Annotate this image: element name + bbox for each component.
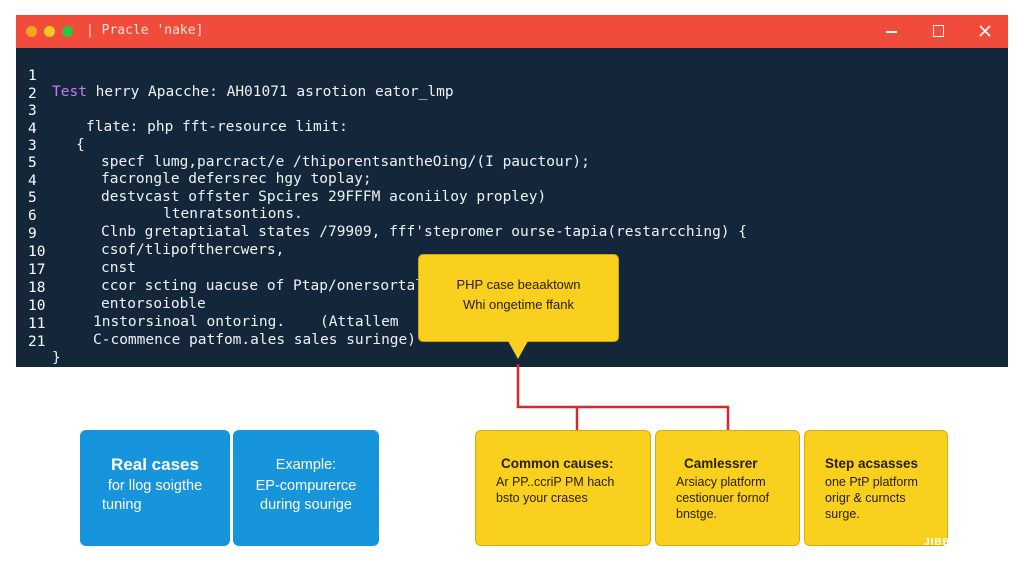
real-cases-card[interactable]: Real cases for llog soigthe tuning [80, 430, 230, 546]
line-number: 3 [28, 138, 37, 154]
card-body-line: surge. [825, 507, 860, 521]
card-title: Real cases [111, 455, 199, 474]
line-number: 9 [28, 226, 37, 242]
code-text: { [76, 137, 85, 153]
card-title: Camlessrer [684, 456, 758, 471]
close-button[interactable] [972, 19, 998, 43]
code-line: 11 C-commence patfom.ales sales suringe) [16, 300, 416, 348]
title-bar: | Pracle 'nake] [16, 15, 1008, 48]
line-number: 6 [28, 208, 37, 224]
code-text: C-commence patfom.ales sales suringe) [93, 332, 417, 348]
line-number: 17 [28, 262, 46, 278]
traffic-light-zoom-icon[interactable] [62, 26, 73, 37]
code-line: 3 specf lumg,parcract/e /thiporentsanthe… [16, 122, 590, 170]
traffic-light-minimize-icon[interactable] [44, 26, 55, 37]
code-line: 21 } [16, 318, 68, 366]
callout-subtitle: Whi ongetime ffank [462, 297, 575, 312]
line-number: 21 [28, 334, 46, 350]
card-title: Example: [275, 457, 337, 473]
traffic-light-close-icon[interactable] [26, 26, 37, 37]
card-body-line: tuning [102, 497, 142, 513]
code-line: 4 { [16, 105, 85, 153]
card-body-line: Ar PP..ccriP PM hach [496, 475, 615, 489]
line-number: 1 [28, 68, 37, 84]
line-number: 5 [28, 155, 37, 171]
line-number: 11 [28, 316, 46, 332]
code-line: 2 [16, 70, 68, 102]
line-number: 4 [28, 121, 37, 137]
code-line: 6 Clnb gretaptiatal states /79909, fff's… [16, 192, 747, 240]
code-text: csof/tlipofthercwers, [101, 242, 285, 258]
example-card[interactable]: Example: EP-compurerce during sourige [233, 430, 379, 546]
card-body-line: cestionuer fornof [676, 491, 770, 505]
card-body-line: during sourige [260, 497, 352, 513]
code-line: 3 flate: php fft-resource limit: [16, 87, 348, 135]
line-number: 5 [28, 190, 37, 206]
line-number: 18 [28, 280, 46, 296]
code-line: 10 1nstorsinoal ontoring. (Attallem [16, 282, 399, 330]
card-title: Step acsasses [825, 456, 919, 471]
code-line: 4 destvcast offster Spcires 29FFFM aconi… [16, 157, 546, 205]
code-line: 1 Test herry Apacche: AH01071 asrotion e… [16, 52, 454, 100]
card-body-line: Arsiacy platform [676, 475, 766, 489]
line-number: 2 [28, 86, 37, 102]
window-title: | Pracle 'nake] [86, 23, 204, 38]
code-line: 17 ccor scting uacuse of Ptap/onersortal… [16, 246, 459, 294]
code-text: entorsoioble [101, 296, 206, 312]
code-line: 5 facrongle defersrec hgy toplay; [16, 139, 372, 187]
line-number: 10 [28, 244, 46, 260]
common-causes-card[interactable]: Common causes: Ar PP..ccriP PM hach bsto… [475, 430, 651, 546]
step-assesses-card[interactable]: Step acsasses one PtP platform origr & c… [804, 430, 948, 546]
card-body-line: bsto your crases [496, 491, 588, 505]
code-line: 10 cnst [16, 228, 136, 276]
minimize-button[interactable] [879, 19, 905, 43]
code-text: facrongle defersrec hgy toplay; [101, 171, 372, 187]
line-number: 10 [28, 298, 46, 314]
code-text: cnst [101, 260, 136, 276]
card-title: Common causes: [501, 456, 614, 471]
line-number: 3 [28, 103, 37, 119]
code-text: flate: php fft-resource limit: [86, 119, 348, 135]
code-text: 1nstorsinoal ontoring. (Attallem [93, 314, 399, 330]
card-body-line: EP-compurerce [255, 478, 357, 494]
keyword-token: Test [52, 84, 87, 100]
code-text: destvcast offster Spcires 29FFFM aconiil… [101, 189, 547, 205]
card-body-line: one PtP platform [825, 475, 918, 489]
code-line: 5 ltenratsontions. [16, 174, 303, 222]
code-text: Clnb gretaptiatal states /79909, fff'ste… [101, 224, 748, 240]
callout-pointer [508, 341, 528, 359]
card-body-line: origr & curncts [825, 491, 906, 505]
close-icon [979, 25, 991, 37]
card-body-line: bnstge. [676, 507, 718, 521]
line-number: 4 [28, 173, 37, 189]
code-text: herry Apacche: AH01071 asrotion eator_lm… [86, 84, 454, 100]
maximize-button[interactable] [925, 19, 951, 43]
code-text: ccor scting uacuse of Ptap/onersortalite… [101, 278, 459, 294]
callout-title: PHP case beaaktown [456, 277, 581, 292]
code-line: 9 csof/tlipofthercwers, [16, 210, 284, 258]
code-text: } [52, 350, 61, 366]
camlessrer-card[interactable]: Camlessrer Arsiacy platform cestionuer f… [655, 430, 800, 546]
code-line: 18 entorsoioble [16, 264, 206, 312]
callout-tooltip: PHP case beaaktown Whi ongetime ffank [418, 254, 619, 342]
code-text: specf lumg,parcract/e /thiporentsantheOi… [101, 154, 590, 170]
watermark: JIBB [924, 537, 951, 548]
card-body-line: for llog soigthe [107, 478, 203, 494]
code-text: ltenratsontions. [163, 206, 303, 222]
